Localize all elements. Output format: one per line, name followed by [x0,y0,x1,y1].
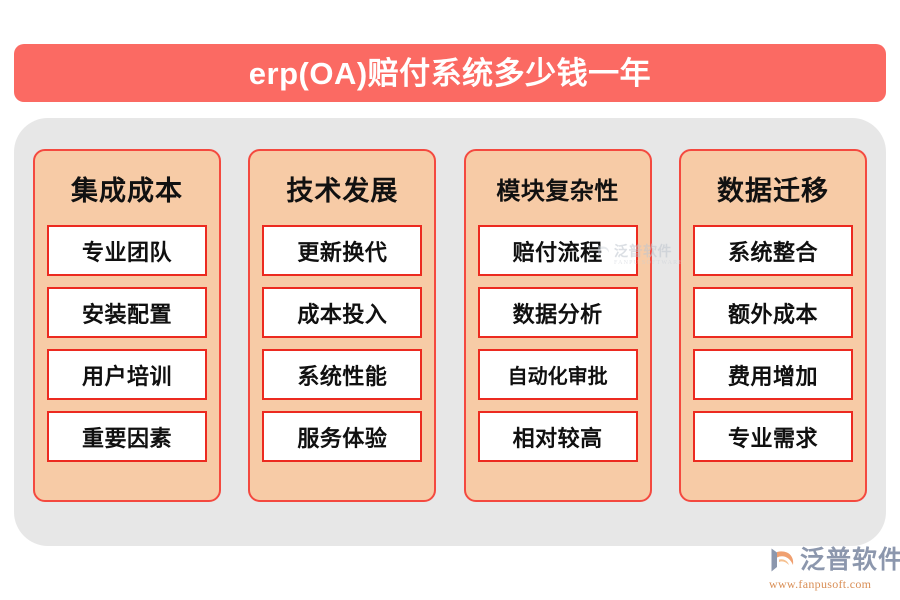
item-box[interactable]: 数据分析 [477,287,638,338]
item-box[interactable]: 费用增加 [692,349,853,400]
category-card-3[interactable]: 模块复杂性 赔付流程 数据分析 自动化审批 相对较高 [463,149,652,502]
item-box[interactable]: 服务体验 [262,411,423,462]
item-box[interactable]: 重要因素 [47,411,207,462]
category-header-4: 数据迁移 [716,175,829,206]
item-box[interactable]: 相对较高 [477,411,638,462]
item-box[interactable]: 用户培训 [47,349,207,400]
category-header-1: 集成成本 [71,175,183,206]
logo-company-name: 泛普软件 [800,545,900,574]
item-box[interactable]: 额外成本 [692,287,853,338]
item-list-1: 专业团队 安装配置 用户培训 重要因素 [35,225,219,462]
item-box[interactable]: 安装配置 [47,287,207,338]
category-header-2: 技术发展 [286,175,399,206]
item-box[interactable]: 专业需求 [692,411,853,462]
item-list-3: 赔付流程 数据分析 自动化审批 相对较高 [466,225,650,462]
page-title: erp(OA)赔付系统多少钱一年 [248,55,652,91]
item-box[interactable]: 系统整合 [692,225,853,276]
item-list-4: 系统整合 额外成本 费用增加 专业需求 [681,225,865,462]
brand-logo[interactable]: 泛普软件 www.fanpusoft.com [768,546,900,592]
category-card-4[interactable]: 数据迁移 系统整合 额外成本 费用增加 专业需求 [678,149,867,502]
item-box[interactable]: 专业团队 [47,225,207,276]
logo-row: 泛普软件 [768,546,900,574]
category-header-3: 模块复杂性 [496,177,619,205]
logo-website-url[interactable]: www.fanpusoft.com [769,577,872,591]
item-box[interactable]: 成本投入 [262,287,423,338]
item-box[interactable]: 系统性能 [262,349,423,400]
category-columns: 集成成本 专业团队 安装配置 用户培训 重要因素 技术发展 更新换代 成本投入 … [33,149,867,502]
item-box[interactable]: 自动化审批 [477,349,638,400]
category-card-1[interactable]: 集成成本 专业团队 安装配置 用户培训 重要因素 [33,149,221,502]
item-box[interactable]: 赔付流程 [477,225,638,276]
item-list-2: 更新换代 成本投入 系统性能 服务体验 [250,225,434,462]
fanpu-swoosh-icon [768,546,796,574]
title-banner: erp(OA)赔付系统多少钱一年 [14,44,886,102]
category-card-2[interactable]: 技术发展 更新换代 成本投入 系统性能 服务体验 [248,149,437,502]
item-box[interactable]: 更新换代 [262,225,423,276]
